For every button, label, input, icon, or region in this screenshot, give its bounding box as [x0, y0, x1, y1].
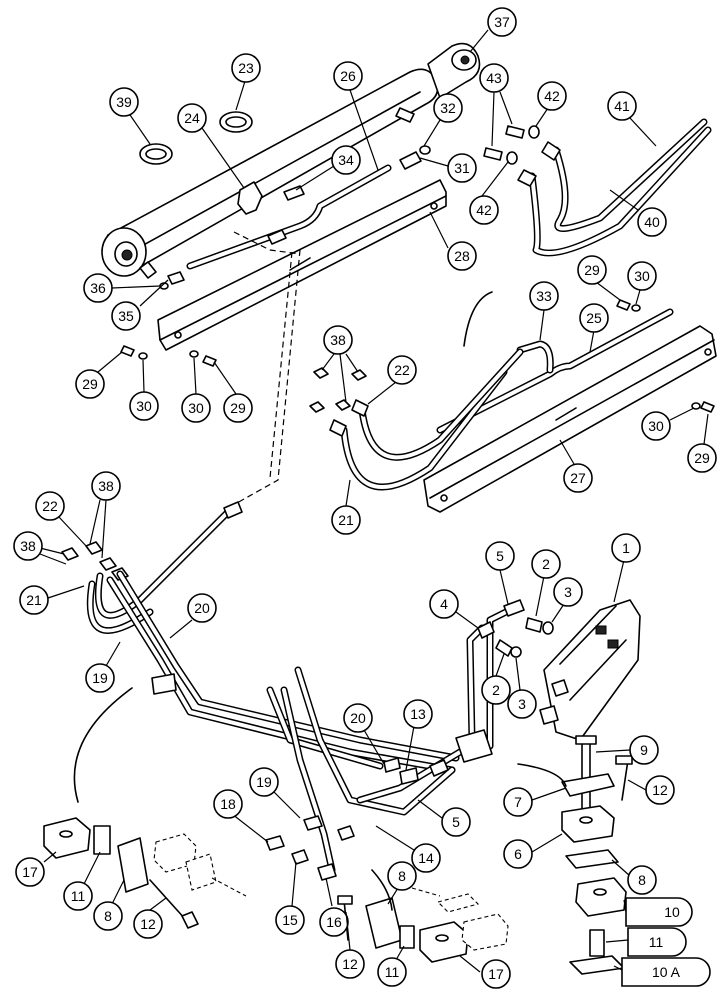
reference-arcs	[73, 291, 567, 911]
callout-8-right: 8	[638, 872, 646, 888]
callout-8-left: 8	[104, 908, 112, 924]
callout-42-bottom: 42	[476, 202, 492, 218]
steel-tubes-lower	[106, 570, 460, 874]
callout-40: 40	[644, 214, 660, 230]
callout-21-middle: 21	[338, 512, 354, 528]
callout-5-top: 5	[496, 548, 504, 564]
callout-30-c: 30	[634, 268, 650, 284]
callout-1: 1	[622, 540, 630, 556]
callout-2-top: 2	[542, 556, 550, 572]
callout-19-left: 19	[92, 670, 108, 686]
callout-3-bottom: 3	[518, 696, 526, 712]
callout-33: 33	[536, 288, 552, 304]
callout-18: 18	[220, 796, 236, 812]
callout-29-b: 29	[230, 400, 246, 416]
hose-guard-27	[423, 325, 717, 513]
clamp-stack-right	[561, 735, 633, 975]
callout-34: 34	[338, 152, 354, 168]
callout-3-top: 3	[564, 584, 572, 600]
callout-29-d: 29	[694, 450, 710, 466]
callout-14: 14	[418, 850, 434, 866]
callout-10a: 10 A	[652, 964, 681, 980]
callout-19-lower: 19	[256, 774, 272, 790]
clamp-stack-left	[43, 817, 247, 929]
callout-42-top: 42	[544, 88, 560, 104]
callout-11-bottom: 11	[385, 964, 400, 980]
callout-10: 10	[664, 904, 680, 920]
tee-fitting-13	[383, 757, 419, 785]
callout-27: 27	[570, 470, 586, 486]
tube-25	[436, 308, 674, 434]
fitting-35-36	[159, 271, 185, 290]
callout-4: 4	[440, 596, 448, 612]
hose-clamp-23	[219, 111, 253, 133]
callout-21-left: 21	[26, 592, 42, 608]
control-valve	[539, 599, 641, 741]
callout-25: 25	[586, 310, 602, 326]
clamp-stack-bottom	[337, 887, 509, 963]
callout-17-left: 17	[22, 864, 38, 880]
callout-5-lower: 5	[452, 814, 460, 830]
callout-20-lower: 20	[350, 710, 366, 726]
callout-32: 32	[440, 100, 456, 116]
callout-11-left: 11	[71, 888, 86, 904]
callout-23: 23	[238, 60, 254, 76]
fitting-32-31	[399, 145, 431, 170]
callout-2-bottom: 2	[492, 682, 500, 698]
fittings-15-16-18	[265, 815, 355, 881]
callout-38-left: 38	[20, 538, 36, 554]
clips-38-middle	[309, 367, 367, 413]
callout-17-bottom: 17	[488, 966, 504, 982]
callout-31: 31	[454, 160, 470, 176]
tube-26	[186, 164, 392, 270]
hoses-21-22-middle	[329, 348, 524, 491]
routing-dash-lines	[227, 231, 301, 509]
callout-16: 16	[326, 914, 342, 930]
callout-30-d: 30	[648, 418, 664, 434]
callout-41: 41	[614, 98, 630, 114]
callout-12-right: 12	[652, 782, 668, 798]
tube-33	[516, 340, 554, 374]
hydraulic-cylinder	[101, 42, 481, 279]
callout-22-left: 22	[42, 498, 58, 514]
tubes-4-5	[356, 599, 525, 804]
callout-37: 37	[494, 14, 510, 30]
callout-43: 43	[486, 70, 502, 86]
callout-24: 24	[184, 110, 200, 126]
adapters-43-42	[483, 125, 540, 165]
callouts: 37 23 39 24 26 32 43 42 41	[13, 7, 717, 989]
callout-39: 39	[116, 94, 132, 110]
callout-28: 28	[454, 248, 470, 264]
callout-36: 36	[90, 280, 106, 296]
callout-26: 26	[340, 68, 356, 84]
callout-11-right: 11	[649, 934, 664, 950]
fittings-2-3	[495, 617, 554, 658]
callout-9: 9	[640, 742, 648, 758]
callout-29-a: 29	[82, 376, 98, 392]
callout-6: 6	[514, 846, 522, 862]
callout-20-left: 20	[194, 600, 210, 616]
callout-8-bottom: 8	[398, 868, 406, 884]
hose-guard-28	[157, 179, 447, 351]
callout-22-middle: 22	[394, 362, 410, 378]
callout-38-left-top: 38	[98, 478, 114, 494]
callout-13: 13	[410, 706, 426, 722]
hoses-40-41	[517, 118, 712, 257]
hose-clamp-39	[139, 143, 173, 165]
callout-38-middle: 38	[330, 332, 346, 348]
callout-30-a: 30	[136, 398, 152, 414]
callout-12-bottom: 12	[342, 956, 358, 972]
callout-15: 15	[282, 912, 298, 928]
callout-29-c: 29	[584, 262, 600, 278]
bolts-washers	[120, 299, 715, 413]
callout-35: 35	[118, 308, 134, 324]
callout-30-b: 30	[188, 400, 204, 416]
clamp-bracket-24	[237, 181, 263, 215]
callout-12-left: 12	[140, 916, 156, 932]
callout-7: 7	[514, 794, 522, 810]
